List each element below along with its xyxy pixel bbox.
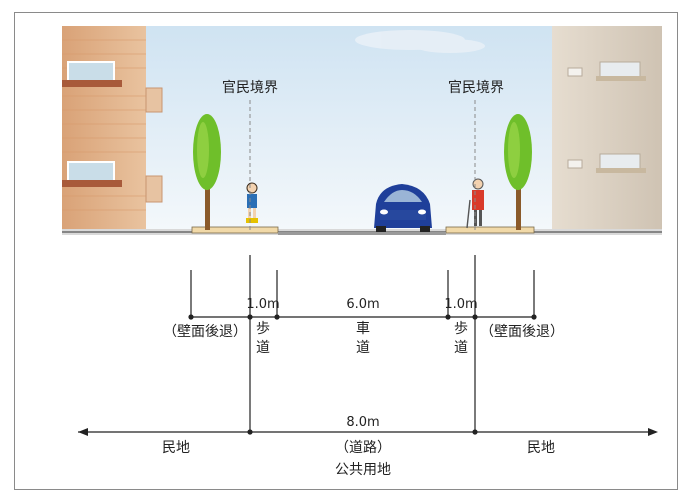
sidewalk-label-left-2: 道	[256, 340, 270, 356]
private-land-label-left: 民地	[162, 440, 190, 456]
boundary-label-left: 官民境界	[222, 80, 278, 96]
carriageway-label-1: 車	[356, 320, 370, 337]
private-land-label-right: 民地	[527, 440, 555, 456]
left-building	[62, 26, 163, 232]
sidewalk-label-right-2: 道	[454, 340, 468, 356]
width-label-sidewalk-left: 1.0m	[246, 297, 279, 312]
boundary-label-right: 官民境界	[448, 80, 504, 96]
width-label-carriageway: 6.0m	[346, 297, 379, 312]
left-tree	[193, 114, 221, 230]
car-figure	[374, 184, 432, 232]
cloud	[355, 30, 485, 53]
setback-label-right: （壁面後退）	[480, 324, 564, 340]
sidewalk-label-left-1: 歩	[256, 321, 270, 337]
width-label-sidewalk-right: 1.0m	[444, 297, 477, 312]
carriageway-label-2: 道	[356, 340, 370, 356]
sidewalk-label-right-1: 歩	[454, 321, 468, 337]
ground-line	[62, 226, 662, 235]
right-tree	[504, 114, 532, 230]
right-building	[552, 26, 662, 232]
public-land-label: 公共用地	[335, 462, 391, 478]
setback-label-left: （壁面後退）	[163, 324, 247, 340]
dimension-dots	[188, 314, 537, 435]
arrow-right	[648, 428, 658, 436]
road-label: （道路）	[335, 440, 391, 456]
width-label-total: 8.0m	[346, 415, 379, 430]
arrow-left	[78, 428, 88, 436]
